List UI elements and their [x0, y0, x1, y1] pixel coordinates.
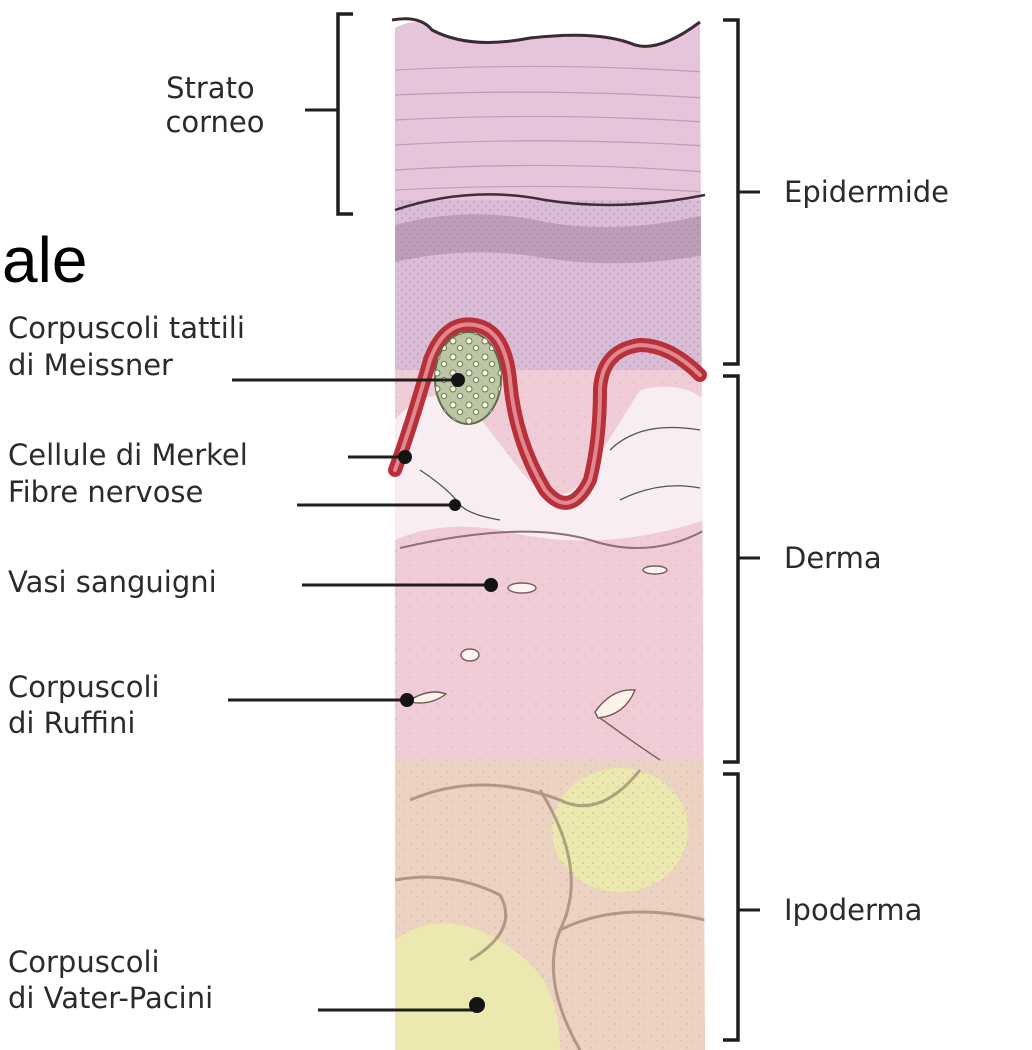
label-vasi-sanguigni: Vasi sanguigni — [8, 565, 217, 599]
label-vater-pacini: Corpuscoli di Vater-Pacini — [8, 945, 213, 1015]
label-strato-corneo: Strato corneo — [165, 71, 264, 139]
heading-fragment: ale — [2, 224, 87, 296]
label-merkel: Cellule di Merkel — [8, 438, 248, 472]
label-epidermide: Epidermide — [784, 175, 949, 209]
label-ipoderma: Ipoderma — [784, 893, 922, 927]
label-fibre-nervose: Fibre nervose — [8, 475, 203, 509]
tissue-column — [380, 0, 720, 1050]
epidermide-bracket — [723, 20, 738, 364]
label-meissner: Corpuscoli tattili di Meissner — [8, 311, 254, 382]
stratum-corneum-layer — [380, 0, 720, 215]
label-derma: Derma — [784, 541, 882, 575]
ipoderma-bracket — [723, 774, 738, 1040]
derma-bracket — [723, 376, 738, 762]
strato-corneo-bracket — [338, 14, 353, 214]
label-ruffini: Corpuscoli di Ruffini — [8, 670, 169, 740]
